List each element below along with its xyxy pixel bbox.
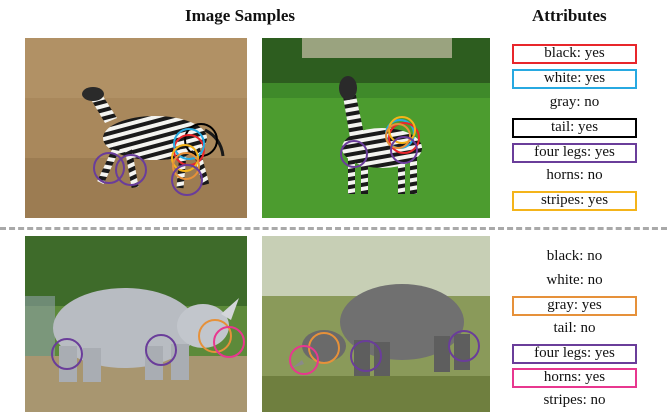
image-samples-header: Image Samples [185,6,296,25]
marker-circle-pink [213,326,245,358]
attribute-black: black: no [546,248,603,264]
attribute-stripes: stripes: yes [512,191,637,211]
marker-circle-yellow [388,116,416,144]
attribute-gray: gray: no [549,94,600,110]
marker-circle-orange [308,332,340,364]
attribute-white: white: no [546,272,603,288]
rhino-1-shape [53,288,239,382]
marker-circle-purple [350,340,382,372]
marker-circle-blue [173,128,205,160]
attribute-four-legs: four legs: yes [512,344,637,364]
marker-circle-black [184,123,218,157]
marker-circle-pink [289,345,319,375]
rhino-photo-2 [262,236,490,412]
marker-circle-yellow [171,144,199,172]
rhino-photo-1 [25,236,247,412]
attributes-header: Attributes [532,6,607,25]
zebra-photo-1 [25,38,247,218]
marker-circle-orange [385,123,411,149]
marker-circle-purple [145,334,177,366]
marker-circle-purple [115,154,147,186]
marker-circle-purple [390,136,418,164]
attribute-white: white: yes [512,69,637,89]
attribute-four-legs: four legs: yes [512,143,637,163]
attribute-horns: horns: no [546,167,603,183]
marker-circle-purple [171,164,203,196]
marker-circle-purple [93,152,125,184]
attribute-stripes: stripes: no [543,392,606,408]
attribute-tail: tail: yes [512,118,637,138]
zebra-photo-2 [262,38,490,218]
marker-circle-orange [198,319,232,353]
attribute-black: black: yes [512,44,637,64]
marker-circle-red [388,122,420,154]
marker-circle-purple [340,140,368,168]
marker-circle-purple [448,330,480,362]
marker-circle-purple [51,338,83,370]
attribute-tail: tail: no [553,320,596,336]
section-divider [0,227,667,230]
marker-circle-orange [172,152,200,180]
attribute-horns: horns: yes [512,368,637,388]
attribute-gray: gray: yes [512,296,637,316]
